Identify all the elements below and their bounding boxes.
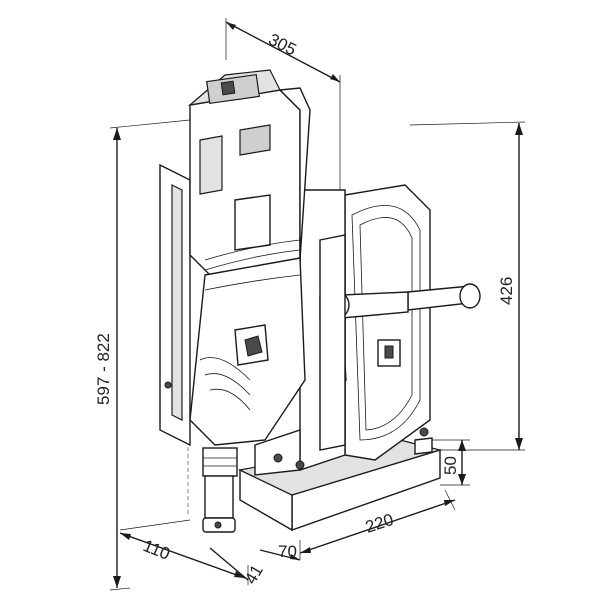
dim-base-length: 220 bbox=[363, 510, 396, 537]
slide-rail bbox=[159, 163, 191, 447]
dim-base-height: 50 bbox=[441, 456, 460, 475]
magnet-base bbox=[238, 427, 443, 532]
gearbox bbox=[189, 257, 306, 476]
dim-column-height: 426 bbox=[497, 277, 516, 305]
dim-spindle-offset: 41 bbox=[241, 562, 267, 588]
feed-handle bbox=[319, 234, 481, 451]
motor-housing bbox=[187, 69, 311, 276]
dim-total-height: 597 - 822 bbox=[94, 333, 113, 405]
dim-base-depth: 70 bbox=[278, 542, 297, 561]
dim-top-width: 305 bbox=[265, 30, 299, 60]
dim-left-offset: 110 bbox=[140, 536, 172, 564]
spindle bbox=[202, 447, 238, 533]
